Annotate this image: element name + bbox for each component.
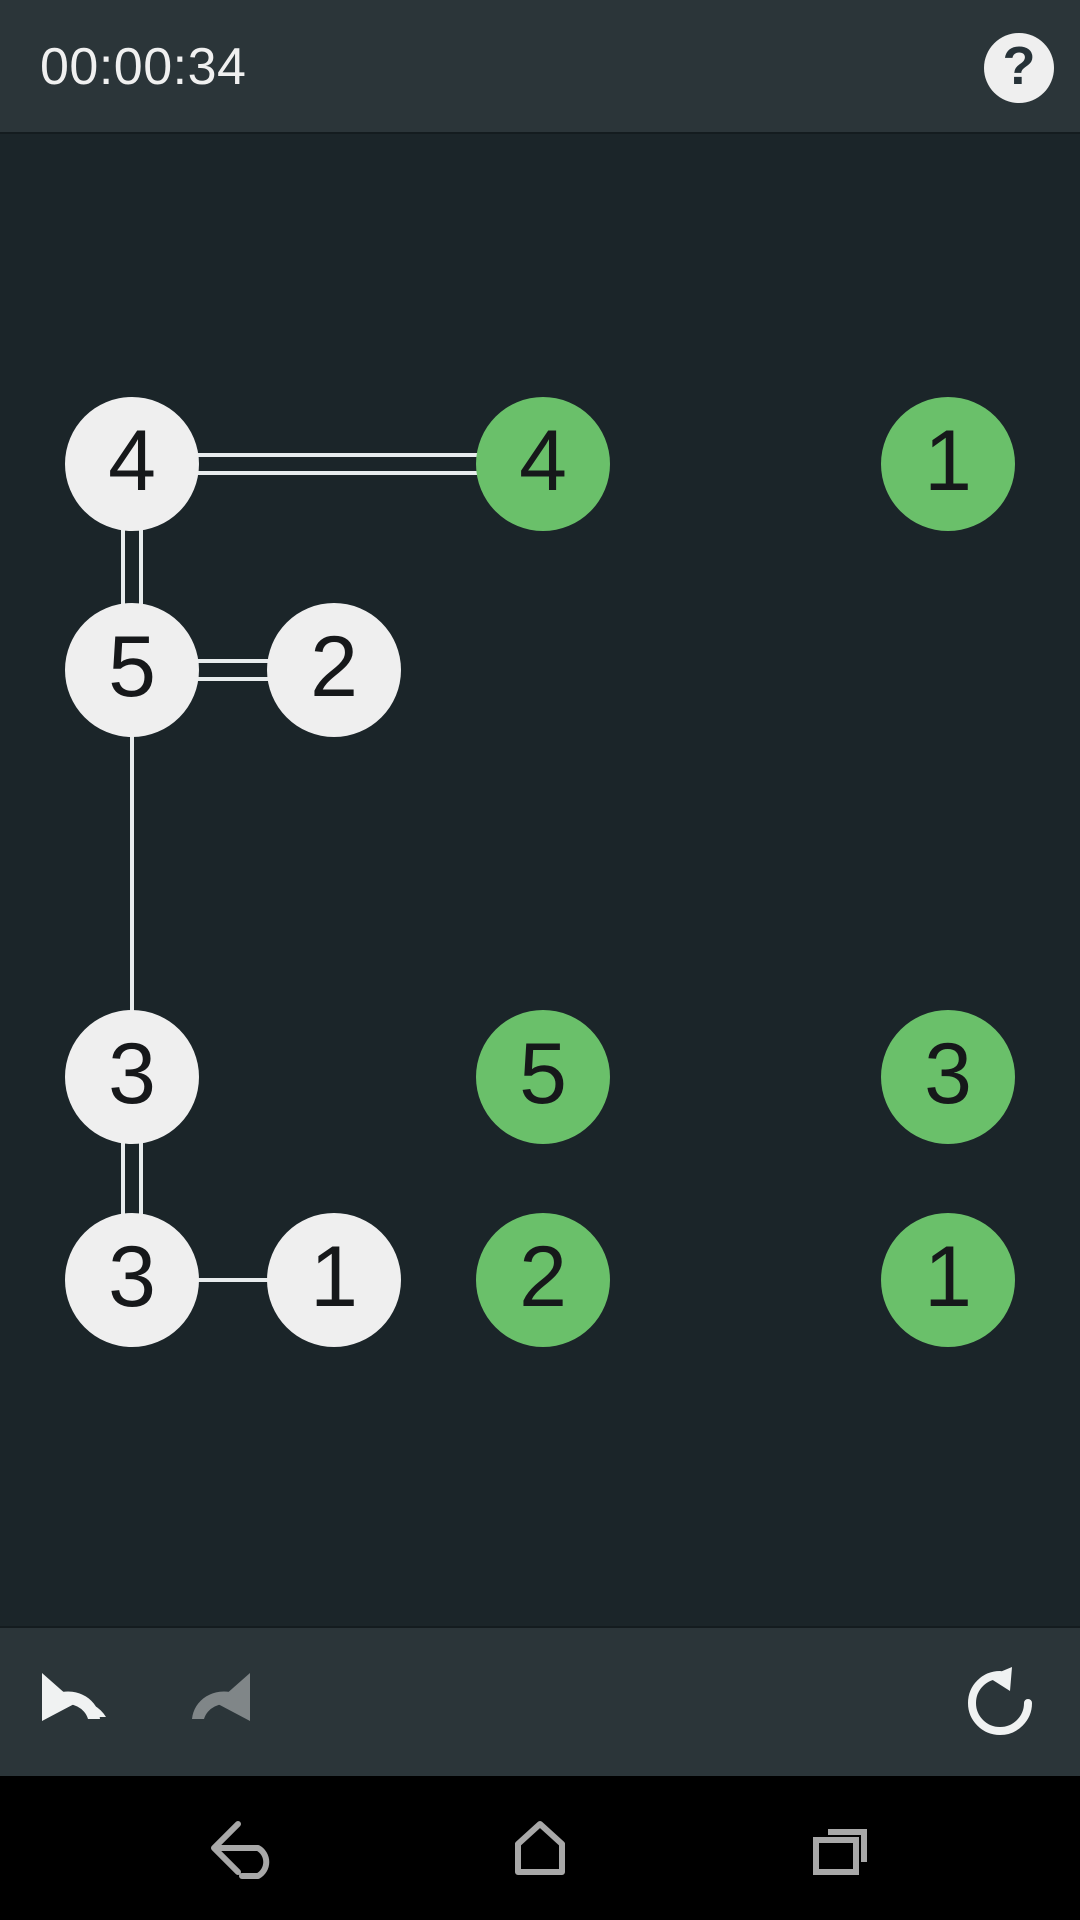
- android-navigation-bar: [0, 1776, 1080, 1920]
- island-node-2-solved[interactable]: 2: [476, 1213, 610, 1347]
- top-bar: 00:00:34 ?: [0, 0, 1080, 134]
- island-node-1-solved[interactable]: 1: [881, 397, 1015, 531]
- island-node-value: 4: [108, 413, 156, 509]
- island-node-value: 1: [924, 1229, 972, 1325]
- nav-home-button[interactable]: [485, 1806, 595, 1890]
- island-node-value: 1: [924, 413, 972, 509]
- island-node-value: 2: [310, 619, 358, 715]
- island-node-1-solved[interactable]: 1: [881, 1213, 1015, 1347]
- bridge-layer: [121, 453, 543, 1282]
- question-mark-circle-icon: ?: [1002, 36, 1036, 96]
- island-node-3-unsolved[interactable]: 3: [65, 1213, 199, 1347]
- island-node-value: 5: [519, 1026, 567, 1122]
- island-node-value: 3: [108, 1026, 156, 1122]
- island-node-value: 4: [519, 413, 567, 509]
- redo-arrow-icon: [192, 1673, 250, 1721]
- nav-recents-button[interactable]: [785, 1806, 895, 1890]
- nav-back-icon: [211, 1821, 270, 1879]
- island-node-3-unsolved[interactable]: 3: [65, 1010, 199, 1144]
- nav-back-button[interactable]: [185, 1806, 295, 1890]
- island-node-value: 1: [310, 1229, 358, 1325]
- puzzle-board[interactable]: 4 4 1 5 2 3 5 3 3 1 2 1: [0, 136, 1080, 1624]
- island-node-5-unsolved[interactable]: 5: [65, 603, 199, 737]
- island-node-value: 5: [108, 619, 156, 715]
- redo-button[interactable]: [176, 1659, 268, 1747]
- island-node-1-unsolved[interactable]: 1: [267, 1213, 401, 1347]
- restart-button[interactable]: [954, 1659, 1046, 1747]
- island-node-value: 2: [519, 1229, 567, 1325]
- restart-circle-arrow-icon: [968, 1667, 1032, 1735]
- island-node-4-unsolved[interactable]: 4: [65, 397, 199, 531]
- nav-recents-icon: [813, 1829, 867, 1875]
- undo-button[interactable]: [24, 1659, 116, 1747]
- island-node-4-solved[interactable]: 4: [476, 397, 610, 531]
- island-node-3-solved[interactable]: 3: [881, 1010, 1015, 1144]
- nav-home-icon: [515, 1821, 565, 1875]
- bottom-toolbar: [0, 1626, 1080, 1776]
- undo-arrow-icon: [42, 1673, 106, 1721]
- timer-display: 00:00:34: [40, 38, 247, 96]
- island-node-value: 3: [924, 1026, 972, 1122]
- help-button[interactable]: ?: [984, 33, 1054, 103]
- island-node-5-solved[interactable]: 5: [476, 1010, 610, 1144]
- island-node-value: 3: [108, 1229, 156, 1325]
- island-node-2-unsolved[interactable]: 2: [267, 603, 401, 737]
